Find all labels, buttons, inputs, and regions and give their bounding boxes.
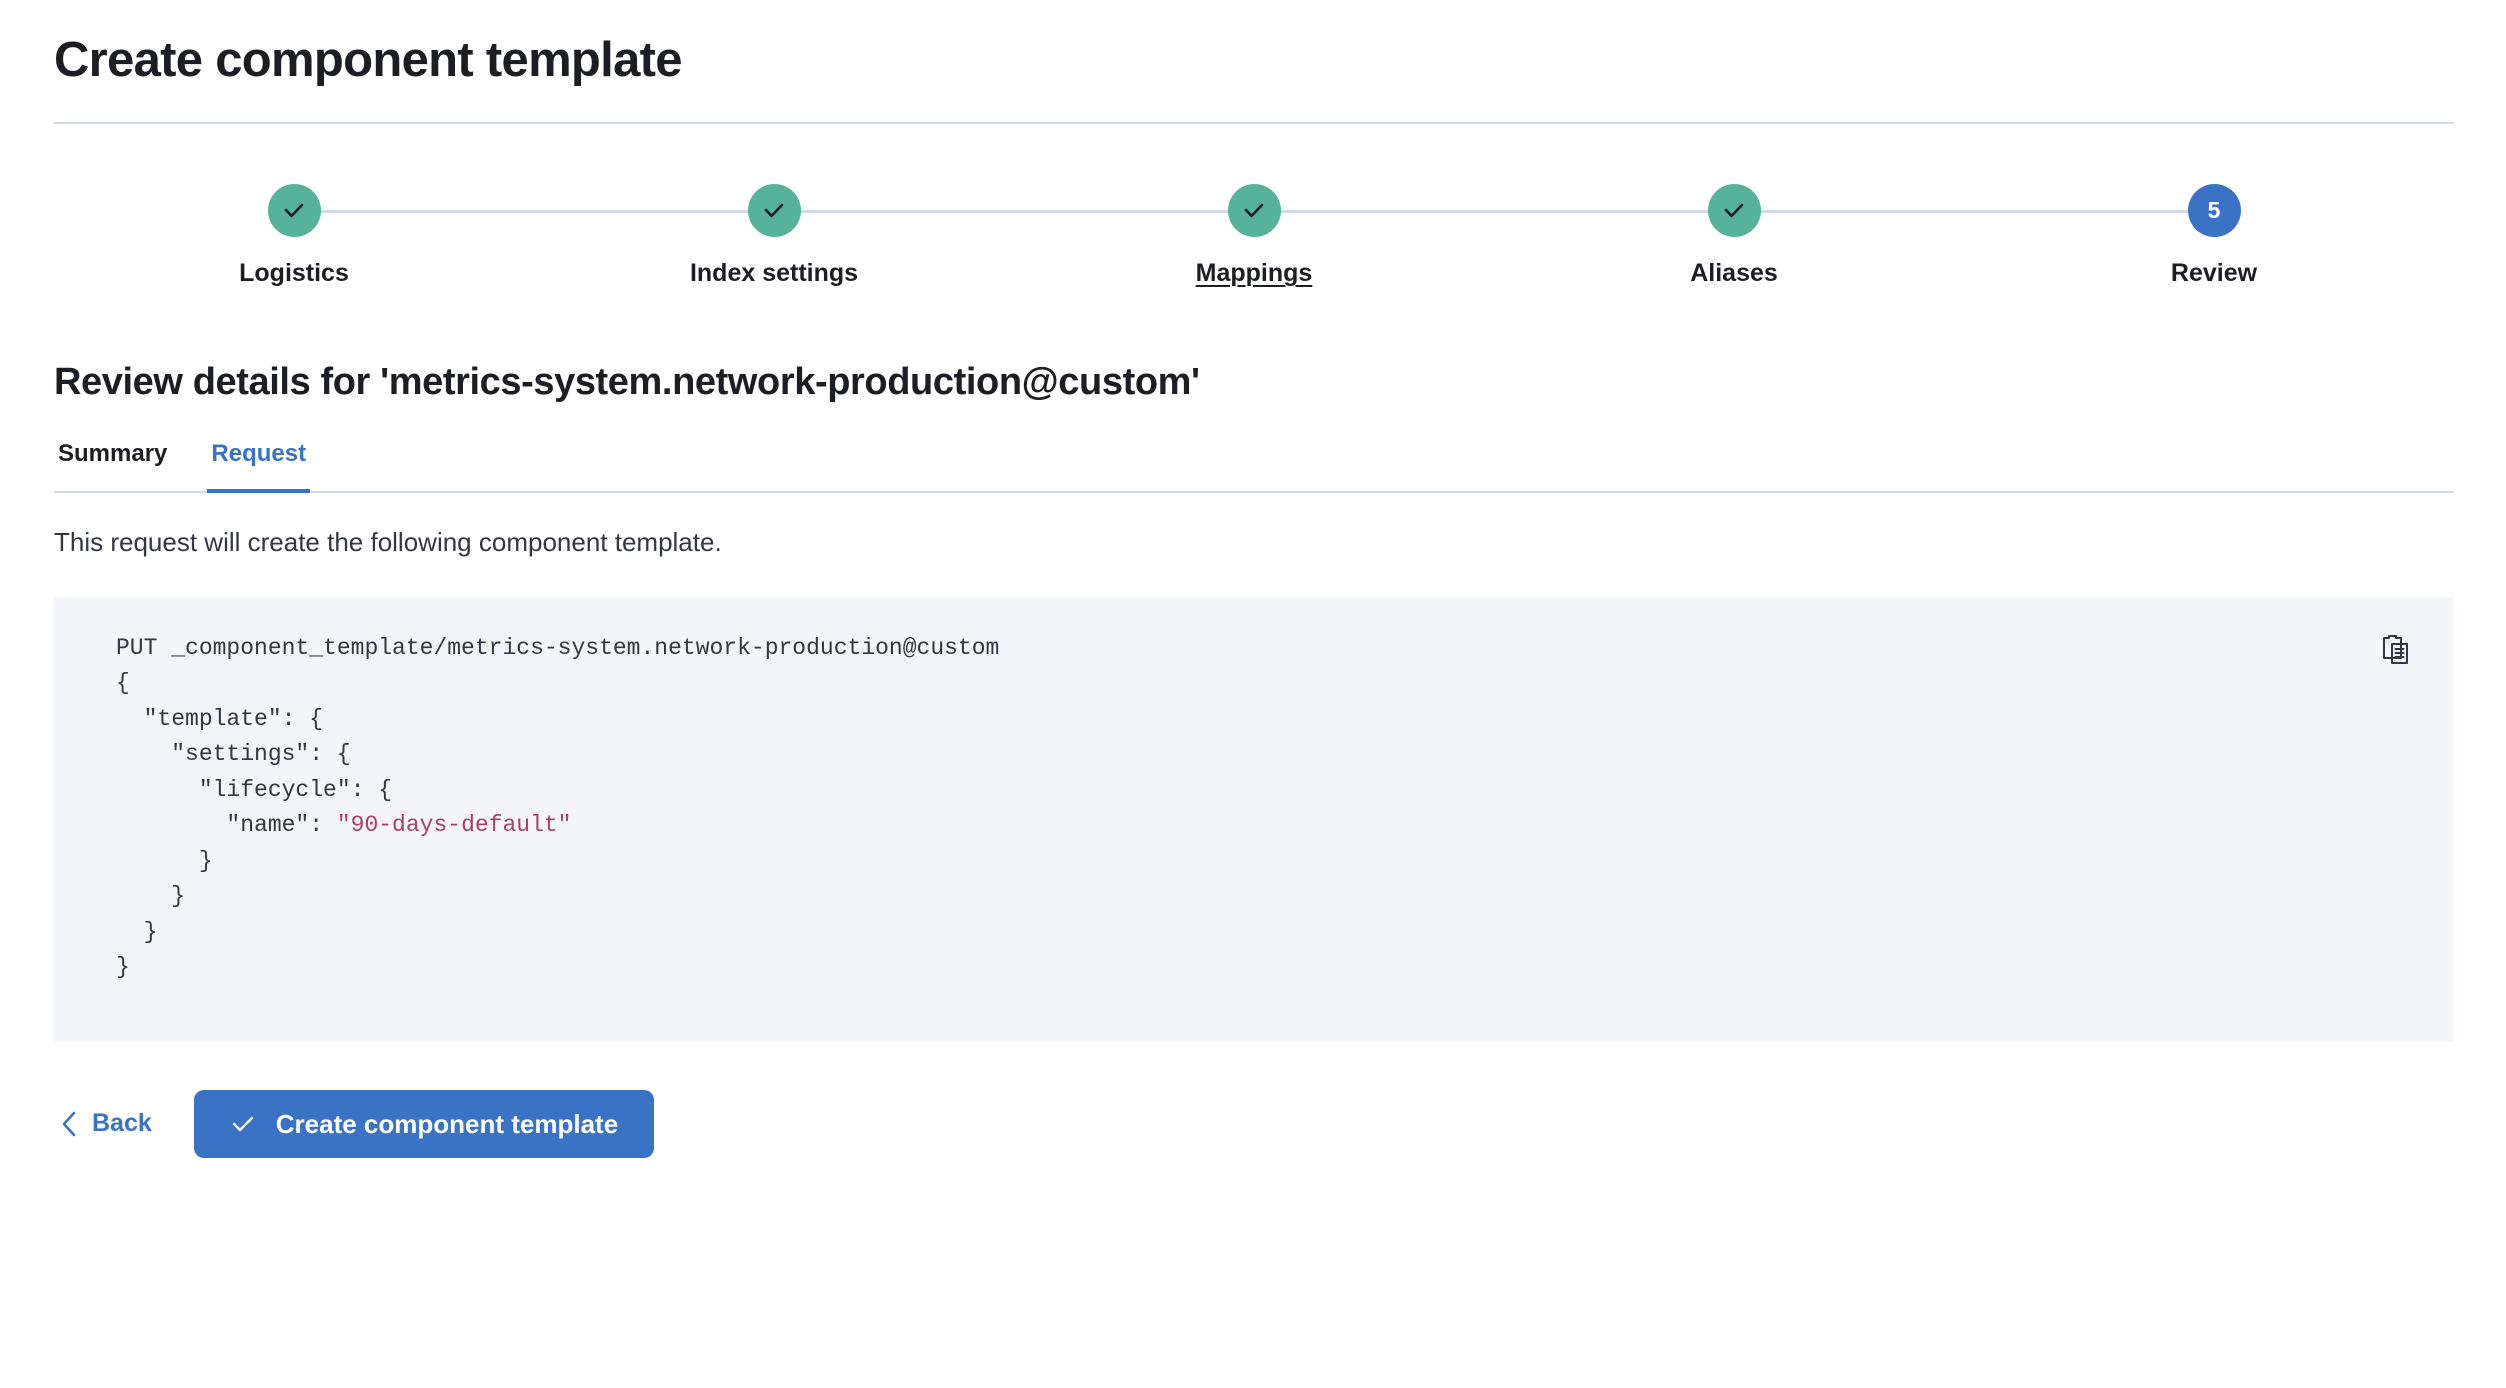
stepper-step-label: Logistics: [239, 259, 349, 288]
stepper-step-index-settings[interactable]: Index settings: [534, 184, 1014, 288]
stepper-step-label: Review: [2170, 259, 2258, 288]
step-number-badge: 5: [2187, 184, 2241, 238]
create-component-template-button-label: Create component template: [275, 1108, 619, 1139]
tabs-divider: [54, 491, 2454, 494]
stepper-step-label: Mappings: [1195, 259, 1313, 288]
request-code-panel: PUT _component_template/metrics-system.n…: [54, 596, 2454, 1042]
step-complete-check-icon: [1227, 184, 1281, 238]
code-string-value: "90-days-default": [336, 812, 572, 839]
stepper-step-mappings[interactable]: Mappings: [1014, 184, 1494, 288]
back-button-label: Back: [92, 1109, 152, 1138]
stepper-step-logistics[interactable]: Logistics: [54, 184, 534, 288]
stepper-step-label: Index settings: [689, 259, 859, 288]
clipboard-copy-icon[interactable]: [2376, 630, 2416, 670]
code-method-line: PUT _component_template/metrics-system.n…: [116, 634, 1000, 661]
step-complete-check-icon: [1707, 184, 1761, 238]
check-icon: [230, 1111, 256, 1137]
review-tabs: Summary Request: [54, 440, 2454, 494]
chevron-left-icon: [60, 1110, 78, 1138]
code-body-after: } } } }: [116, 847, 213, 981]
code-body-before: { "template": { "settings": { "lifecycle…: [116, 670, 393, 839]
request-code-block[interactable]: PUT _component_template/metrics-system.n…: [100, 631, 2414, 986]
tab-request[interactable]: Request: [207, 440, 311, 494]
title-divider: [54, 122, 2454, 125]
stepper-step-aliases[interactable]: Aliases: [1494, 184, 1974, 288]
step-complete-check-icon: [267, 184, 321, 238]
review-heading: Review details for 'metrics-system.netwo…: [54, 361, 1200, 404]
tab-summary[interactable]: Summary: [54, 440, 171, 493]
wizard-actions: Back Create component template: [54, 1089, 2452, 1159]
stepper-step-label: Aliases: [1690, 259, 1778, 288]
create-component-template-button[interactable]: Create component template: [193, 1089, 655, 1159]
back-button[interactable]: Back: [54, 1101, 158, 1146]
page-title: Create component template: [54, 33, 683, 87]
request-description: This request will create the following c…: [54, 527, 722, 558]
step-complete-check-icon: [747, 184, 801, 238]
